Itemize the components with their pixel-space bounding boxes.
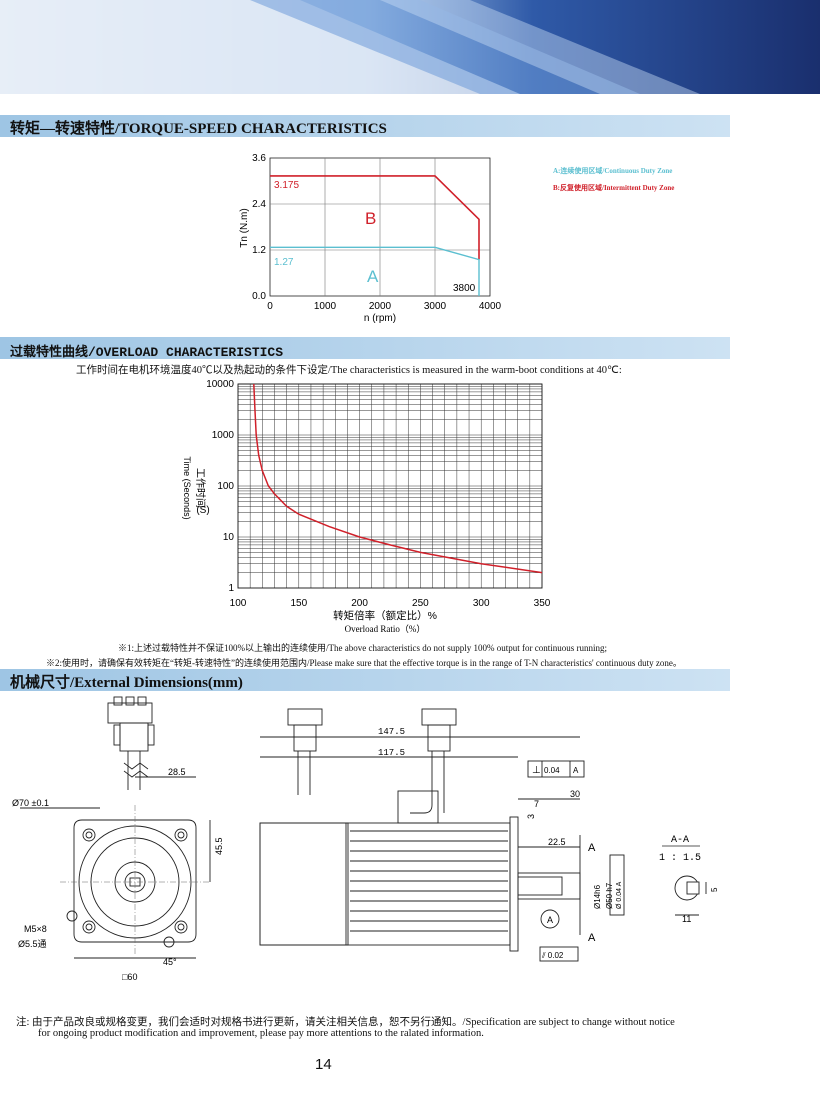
- legend-continuous: A:连续使用区域/Continuous Duty Zone: [553, 167, 673, 175]
- overload-note-1: ※1:上述过载特性并不保证100%以上输出的连续使用/The above cha…: [118, 643, 607, 653]
- dim-22-5: 22.5: [548, 837, 566, 847]
- torque-ytick-1: 2.4: [252, 199, 266, 210]
- torque-ytick-2: 1.2: [252, 245, 266, 256]
- ovl-ytick-3: 10: [223, 532, 235, 543]
- torque-speed-chart: 3.6 2.4 1.2 0.0 0 1000 2000 3000 4000 n …: [239, 153, 502, 324]
- dim-m5: M5×8: [24, 924, 47, 934]
- torque-xtick-0: 0: [267, 301, 273, 312]
- overload-intro: 工作时间在电机环境温度40℃以及热起动的条件下设定/The characteri…: [76, 365, 622, 376]
- section-mark-bottom: A: [588, 932, 596, 944]
- dim-45deg: 45°: [163, 957, 177, 967]
- section-title-dimensions: 机械尺寸/External Dimensions(mm): [10, 675, 243, 691]
- ovl-ylabel-cn: 工作时间: [194, 468, 207, 508]
- dim-28-5: 28.5: [168, 767, 186, 777]
- dim-30: 30: [570, 789, 580, 799]
- torque-xtick-4: 4000: [479, 301, 502, 312]
- torque-ylabel: Tn (N.m): [239, 208, 250, 247]
- section-aa-title: A-A: [671, 835, 689, 846]
- continuous-zone-line: [270, 246, 480, 296]
- label-127: 1.27: [274, 257, 294, 268]
- dim-117-5: 117.5: [378, 748, 405, 758]
- overload-chart: 10000 1000 100 10 1 100 150 200 250 300 …: [182, 379, 551, 634]
- gdt-perp-datum: A: [573, 766, 579, 775]
- ovl-xtick-1: 150: [290, 598, 307, 609]
- intermittent-zone-line: [270, 175, 480, 260]
- ovl-ytick-0: 10000: [206, 379, 234, 390]
- ovl-xtick-0: 100: [230, 598, 247, 609]
- torque-xtick-1: 1000: [314, 301, 337, 312]
- section-header-torque: 转矩—转速特性/TORQUE-SPEED CHARACTERISTICS: [0, 115, 730, 137]
- section-aa-drawing: A-A 1 : 1.5 11 5: [659, 835, 719, 924]
- ovl-ytick-1: 1000: [212, 430, 235, 441]
- ovl-xlabel-cn: 转矩倍率（额定比）%: [333, 609, 437, 622]
- dim-sq60: □60: [122, 972, 137, 982]
- torque-xlabel: n (rpm): [364, 313, 396, 324]
- footer-note-line-2: for ongoing product modification and imp…: [38, 1028, 484, 1039]
- ovl-xtick-5: 350: [534, 598, 551, 609]
- dim-5: 5: [710, 887, 719, 892]
- gdt-flatness: ⫽ 0.02: [541, 951, 564, 960]
- datum-a-circle: A: [547, 915, 553, 925]
- dim-phi70: Ø70 ±0.1: [12, 798, 49, 808]
- gdt-runout: Ø 0.04 A: [616, 881, 623, 909]
- ovl-xlabel-en: Overload Ratio（%）: [345, 624, 426, 634]
- dim-shaft-dia: Ø14h6: [593, 884, 602, 909]
- section-header-overload: 过载特性曲线/OVERLOAD CHARACTERISTICS: [0, 337, 730, 360]
- ovl-xtick-4: 300: [473, 598, 490, 609]
- section-aa-scale: 1 : 1.5: [659, 853, 701, 864]
- torque-ytick-0: 3.6: [252, 153, 266, 164]
- gdt-perp-value: 0.04: [544, 766, 560, 775]
- section-title-overload: 过载特性曲线/OVERLOAD CHARACTERISTICS: [10, 345, 284, 360]
- dim-phi5-5: Ø5.5通: [18, 939, 47, 949]
- side-view-drawing: 147.5 117.5 ⊥ 0.04 A 30 7 3 22.5 A A Ø14…: [259, 708, 625, 962]
- ovl-ytick-2: 100: [217, 481, 234, 492]
- ovl-ylabel-en: Time (Seconds): [182, 456, 192, 519]
- dim-45-5: 45.5: [214, 837, 224, 855]
- front-view-drawing: 28.5 Ø70 ±0.1 45.5 M5×8 Ø5.5通 □60 45°: [12, 696, 224, 982]
- section-header-dimensions: 机械尺寸/External Dimensions(mm): [0, 669, 730, 691]
- legend-intermittent: B:反复使用区域/Intermittent Duty Zone: [553, 184, 675, 192]
- page-number: 14: [315, 1056, 332, 1073]
- ovl-xtick-3: 250: [412, 598, 429, 609]
- torque-ytick-3: 0.0: [252, 291, 266, 302]
- section-title-torque: 转矩—转速特性/TORQUE-SPEED CHARACTERISTICS: [10, 121, 387, 137]
- section-mark-top: A: [588, 842, 596, 854]
- dim-3: 3: [526, 814, 536, 819]
- gdt-perp-symbol: ⊥: [532, 765, 541, 776]
- zone-b-label: B: [365, 209, 376, 228]
- overload-curve: [253, 383, 543, 574]
- zone-a-label: A: [367, 267, 379, 286]
- label-3800: 3800: [453, 283, 476, 294]
- footer-note-line-1: 注: 由于产品改良或规格变更，我们会适时对规格书进行更新，请关注相关信息，恕不另…: [16, 1017, 675, 1028]
- torque-xtick-3: 3000: [424, 301, 447, 312]
- overload-note-2: ※2:使用时，请确保有效转矩在“转矩-转速特性”的连续使用范围内/Please …: [46, 658, 682, 668]
- dim-7: 7: [534, 799, 539, 809]
- dim-11: 11: [682, 914, 691, 924]
- ovl-xtick-2: 200: [351, 598, 368, 609]
- dim-pilot-dia: Ø50 h7: [605, 882, 614, 909]
- torque-xtick-2: 2000: [369, 301, 392, 312]
- ovl-ytick-4: 1: [228, 583, 234, 594]
- dim-147-5: 147.5: [378, 727, 405, 737]
- label-3175: 3.175: [274, 180, 299, 191]
- header-banner: [0, 0, 820, 94]
- ovl-ylabel-unit: (S): [196, 505, 209, 516]
